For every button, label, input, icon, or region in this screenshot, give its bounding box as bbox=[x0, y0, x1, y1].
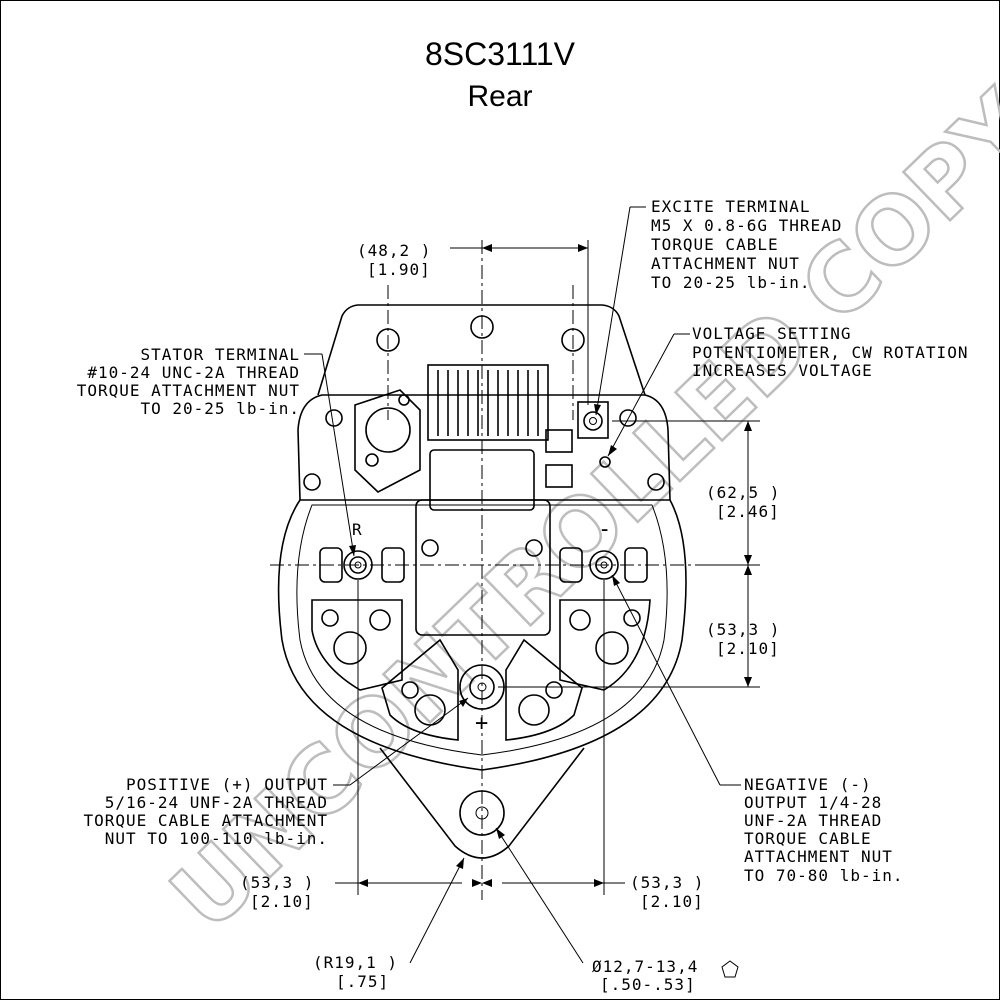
drawing-title: 8SC3111V bbox=[424, 36, 576, 72]
heat-sink-fins bbox=[427, 364, 549, 441]
dimension-right-vertical bbox=[498, 420, 760, 688]
excite-terminal bbox=[577, 401, 609, 439]
dimension-top-width bbox=[450, 240, 589, 405]
dim-right-upper-mm: (62,5 ) bbox=[706, 483, 780, 502]
negative-line-5: ATTACHMENT NUT bbox=[744, 847, 893, 866]
excite-line-4: ATTACHMENT NUT bbox=[651, 254, 800, 273]
excite-line-5: TO 20-25 lb-in. bbox=[651, 273, 811, 292]
positive-line-4: NUT TO 100-110 lb-in. bbox=[105, 829, 328, 848]
negative-leader bbox=[611, 574, 741, 786]
connector-plugs bbox=[545, 429, 573, 488]
positive-line-3: TORQUE CABLE ATTACHMENT bbox=[83, 811, 328, 830]
dim-radius-in: [.75] bbox=[336, 972, 389, 991]
negative-line-4: TORQUE CABLE bbox=[744, 829, 872, 848]
dim-radius-mm: (R19,1 ) bbox=[313, 953, 398, 972]
voltage-line-2: POTENTIOMETER, CW ROTATION bbox=[692, 343, 968, 362]
voltage-leader bbox=[607, 333, 690, 457]
minus-mark: - bbox=[598, 517, 612, 542]
dim-right-lower-mm: (53,3 ) bbox=[706, 620, 780, 639]
negative-line-3: UNF-2A THREAD bbox=[744, 811, 882, 830]
hole-leader bbox=[495, 827, 584, 964]
dim-bottom-right-mm: (53,3 ) bbox=[630, 873, 704, 892]
stator-leader bbox=[304, 353, 356, 557]
dimension-bottom-widths bbox=[335, 580, 625, 895]
stator-line-1: STATOR TERMINAL bbox=[141, 345, 301, 364]
top-mounting-holes bbox=[303, 315, 665, 491]
rectifier-vents-left bbox=[311, 599, 403, 691]
dim-hole-in: [.50-.53] bbox=[600, 975, 696, 994]
plus-mark: + bbox=[475, 711, 489, 736]
stator-terminal-post bbox=[319, 547, 405, 583]
regulator-plate bbox=[415, 449, 551, 636]
positive-line-2: 5/16-24 UNF-2A THREAD bbox=[105, 793, 328, 812]
dim-right-upper-in: [2.46] bbox=[716, 502, 780, 521]
voltage-line-3: INCREASES VOLTAGE bbox=[692, 361, 873, 380]
stator-line-4: TO 20-25 lb-in. bbox=[141, 399, 301, 418]
center-lines bbox=[270, 240, 700, 900]
dim-top-width-mm: (48,2 ) bbox=[357, 241, 431, 260]
dim-bottom-left-in: [2.10] bbox=[250, 892, 314, 911]
dim-right-lower-in: [2.10] bbox=[716, 639, 780, 658]
drawing-subtitle: Rear bbox=[467, 80, 533, 113]
stator-terminal-block bbox=[354, 389, 421, 493]
excite-line-3: TORQUE CABLE bbox=[651, 235, 779, 254]
stator-line-2: #10-24 UNC-2A THREAD bbox=[87, 363, 300, 382]
stator-letter-mark: R bbox=[352, 520, 363, 539]
dim-hole-mm: Ø12,7-13,4 bbox=[592, 957, 698, 976]
radius-leader bbox=[409, 857, 465, 964]
positive-line-1: POSITIVE (+) OUTPUT bbox=[126, 775, 328, 794]
voltage-line-1: VOLTAGE SETTING bbox=[692, 324, 852, 343]
excite-line-2: M5 X 0.8-6G THREAD bbox=[651, 216, 842, 235]
pentagon-symbol bbox=[721, 960, 739, 978]
excite-line-1: EXCITE TERMINAL bbox=[651, 197, 811, 216]
dim-bottom-right-in: [2.10] bbox=[640, 892, 704, 911]
excite-leader bbox=[594, 206, 646, 416]
rectifier-vents-bottom-right bbox=[505, 638, 583, 741]
negative-line-2: OUTPUT 1/4-28 bbox=[744, 793, 882, 812]
negative-line-1: NEGATIVE (-) bbox=[744, 775, 872, 794]
negative-line-6: TO 70-80 lb-in. bbox=[744, 866, 904, 885]
dim-bottom-left-mm: (53,3 ) bbox=[240, 873, 314, 892]
negative-terminal-post bbox=[559, 547, 648, 583]
voltage-potentiometer bbox=[599, 456, 611, 468]
positive-leader bbox=[333, 697, 469, 786]
stator-line-3: TORQUE ATTACHMENT NUT bbox=[77, 381, 300, 400]
dim-top-width-in: [1.90] bbox=[367, 260, 431, 279]
